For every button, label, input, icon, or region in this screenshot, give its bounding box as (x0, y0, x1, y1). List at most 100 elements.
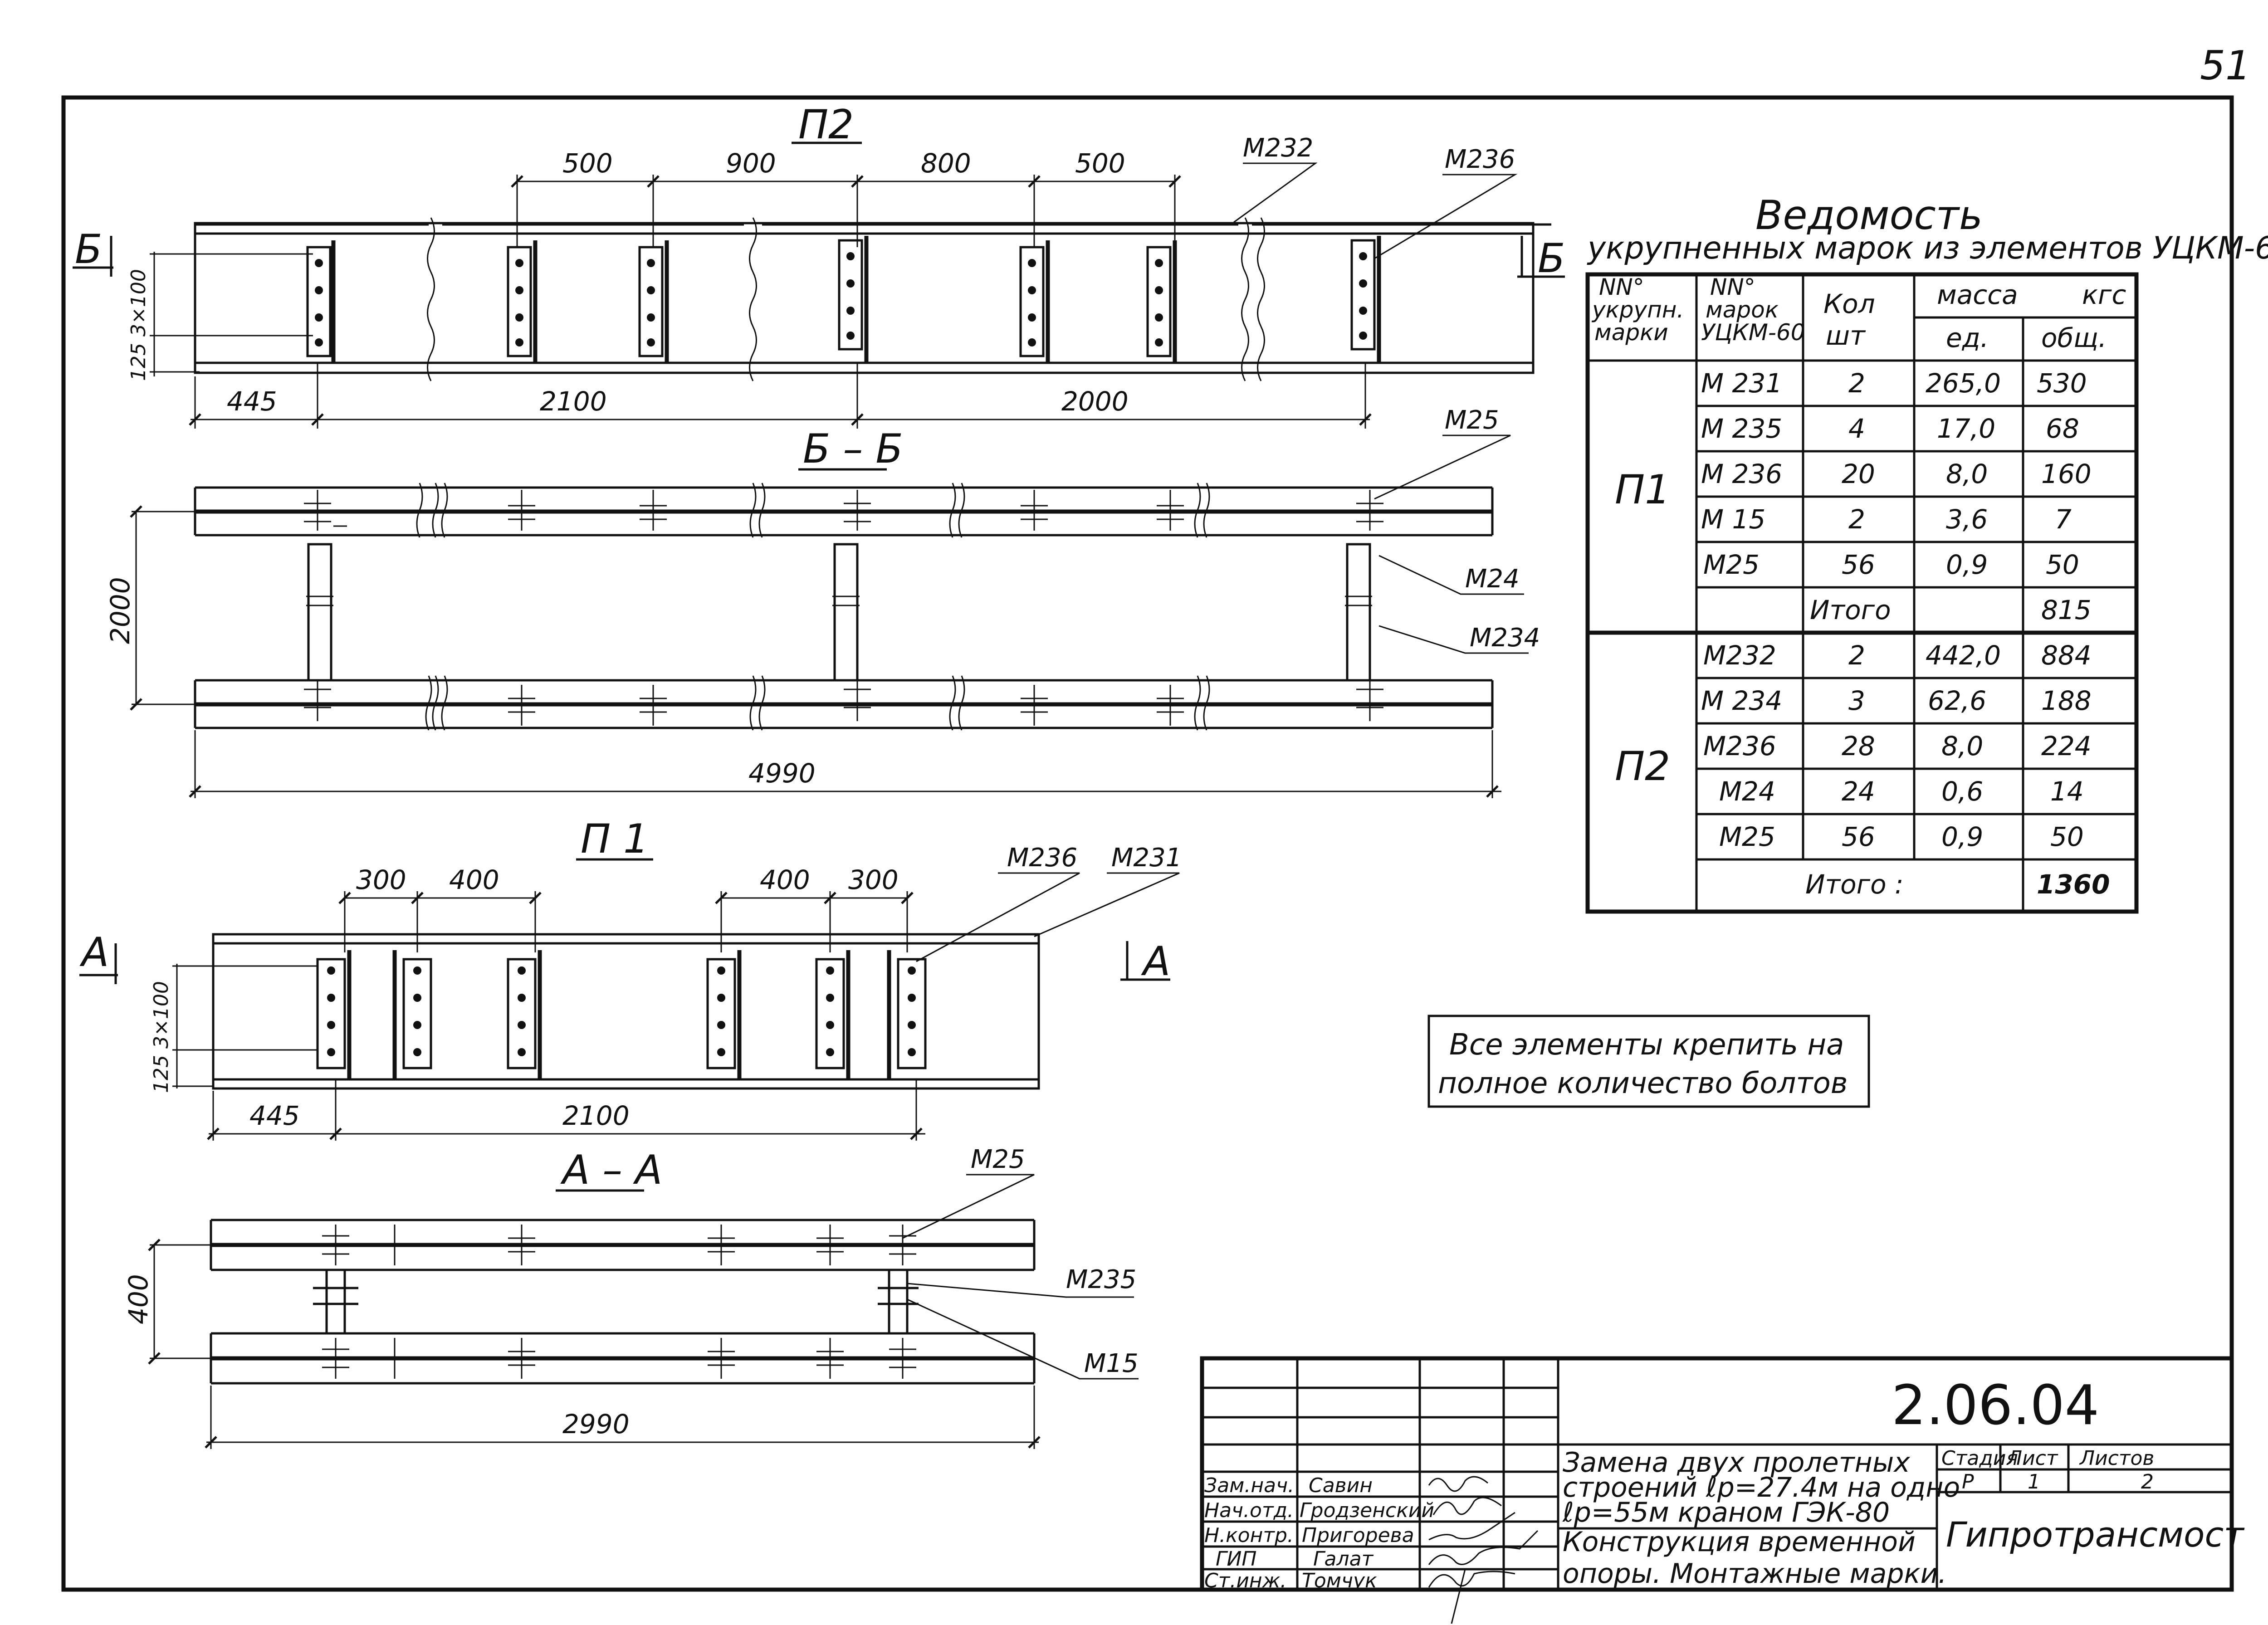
role-4: ГИП (1216, 1547, 1257, 1571)
p1-r3-mark: М 236 (1701, 459, 1782, 489)
aa-callout-m235: М235 (1066, 1265, 1136, 1294)
p2-total-value: 1360 (2037, 869, 2110, 900)
p2-callout-m232: М232 (1243, 133, 1313, 163)
title-line-2: строений ℓр=27.4м на одно (1563, 1472, 1960, 1503)
hdr-col2-a: NN° (1710, 274, 1755, 300)
aa-callout-m25: М25 (971, 1145, 1025, 1174)
p1-title: П 1 (581, 815, 649, 862)
p2-r1-qty: 2 (1848, 640, 1865, 671)
p1-r4-total: 7 (2055, 504, 2072, 535)
group-p2-name: П2 (1615, 743, 1670, 790)
p1-r5-total: 50 (2046, 549, 2079, 580)
hdr-col1-a: NN° (1599, 274, 1644, 300)
p1-r3-unit: 8,0 (1946, 459, 1988, 489)
p1-dim-445: 445 (249, 1100, 300, 1131)
p2-r4-total: 14 (2050, 776, 2084, 807)
p1-total-value: 815 (2041, 595, 2092, 625)
title-line-5: опоры. Монтажные марки. (1563, 1558, 1947, 1590)
schedule-title-1: Ведомость (1755, 192, 1983, 239)
p1-r1-total: 530 (2037, 368, 2087, 399)
hdr-col5: общ. (2041, 322, 2107, 353)
p1-callout-m231: М231 (1111, 843, 1182, 873)
p1-r2-qty: 4 (1848, 413, 1865, 444)
sheet-label: Лист (2006, 1447, 2058, 1470)
schedule-title-2: укрупненных марок из элементов УЦКМ-60 (1587, 230, 2268, 266)
bb-dim-total: 4990 (748, 758, 816, 789)
p1-dim-400b: 400 (760, 864, 810, 895)
name-3: Пригорева (1302, 1524, 1414, 1547)
p2-title: П2 (798, 101, 854, 148)
p2-plates (306, 236, 1381, 363)
p1-r3-qty: 20 (1842, 459, 1875, 489)
title-line-3: ℓр=55м краном ГЭК-80 (1562, 1497, 1890, 1528)
p2-r4-unit: 0,6 (1941, 776, 1983, 807)
p1-r2-total: 68 (2046, 413, 2079, 444)
general-note: Все элементы крепить на полное количеств… (1427, 1015, 1870, 1108)
organization: Гипротрансмост (1946, 1514, 2245, 1555)
hdr-col3-b: шт (1826, 320, 1866, 351)
p2-r2-mark: М 234 (1701, 685, 1782, 716)
p1-dim-400a: 400 (449, 864, 499, 895)
p1-dim-300b: 300 (848, 864, 899, 895)
p1-section-left: А (79, 929, 109, 976)
sheets-label: Листов (2079, 1447, 2154, 1470)
p1-r5-qty: 56 (1842, 549, 1875, 580)
p1-r4-qty: 2 (1848, 504, 1865, 535)
aa-dim-total: 2990 (562, 1409, 630, 1440)
view-bb: Б – Б (105, 405, 1540, 798)
p1-r1-qty: 2 (1848, 368, 1865, 399)
name-1: Савин (1309, 1474, 1373, 1497)
aa-callout-m15: М15 (1084, 1349, 1139, 1378)
bb-callout-m234: М234 (1470, 623, 1540, 653)
role-5: Ст.инж. (1204, 1569, 1286, 1592)
signatures (1428, 1476, 1539, 1624)
p2-r3-qty: 28 (1842, 731, 1875, 761)
stage-label: Стадия (1941, 1447, 2018, 1470)
role-3: Н.контр. (1204, 1524, 1294, 1547)
p2-dim-445: 445 (227, 386, 277, 417)
p2-r5-mark: М25 (1719, 821, 1775, 852)
bb-title: Б – Б (803, 425, 903, 472)
p2-dim-800: 800 (921, 148, 971, 179)
p1-section-right: А (1141, 938, 1170, 985)
note-line-1: Все элементы крепить на (1449, 1028, 1844, 1062)
p2-dim-900: 900 (726, 148, 776, 179)
title-line-4: Конструкция временной (1563, 1526, 1916, 1558)
p2-r5-unit: 0,9 (1941, 821, 1983, 852)
p2-dim-500b: 500 (1075, 148, 1125, 179)
p2-r1-unit: 442,0 (1926, 640, 2001, 671)
p2-r5-qty: 56 (1842, 821, 1875, 852)
p2-r1-total: 884 (2041, 640, 2092, 671)
p2-r4-mark: М24 (1719, 776, 1775, 807)
p1-r3-total: 160 (2041, 459, 2092, 489)
p1-dim-side: 125 3×100 (150, 981, 173, 1093)
p1-plates (316, 950, 927, 1079)
p2-r1-mark: М232 (1703, 640, 1776, 671)
aa-dim-height: 400 (123, 1274, 154, 1324)
title-line-1: Замена двух пролетных (1563, 1447, 1910, 1479)
p2-r2-total: 188 (2041, 685, 2092, 716)
hdr-col3-a: Кол (1823, 288, 1875, 319)
p2-r4-qty: 24 (1842, 776, 1875, 807)
view-p1: П 1 А А 3 (79, 815, 1182, 1141)
bb-dim-height: 2000 (105, 577, 136, 644)
p2-r5-total: 50 (2050, 821, 2084, 852)
name-4: Галат (1313, 1547, 1374, 1571)
hdr-col4: ед. (1946, 322, 1989, 353)
p1-r1-mark: М 231 (1701, 368, 1782, 399)
stage-value: Р (1962, 1470, 1974, 1493)
p2-total-label: Итого : (1805, 869, 1904, 900)
p2-r2-unit: 62,6 (1928, 685, 1986, 716)
p2-section-right: Б (1538, 235, 1565, 282)
p1-callout-m236: М236 (1007, 843, 1077, 873)
p2-r2-qty: 3 (1848, 685, 1865, 716)
p1-dim-2100: 2100 (562, 1100, 630, 1131)
aa-title: А – А (560, 1147, 662, 1193)
hdr-col2-c: УЦКМ-60 (1701, 319, 1805, 346)
p2-r3-unit: 8,0 (1941, 731, 1983, 761)
schedule-table: Ведомость укрупненных марок из элементов… (1585, 192, 2268, 914)
title-block: 2.06.04 Зам.нач. Нач.отд. Н.контр. ГИП С… (1200, 1356, 2245, 1624)
p1-total-label: Итого (1810, 595, 1891, 625)
p1-r2-unit: 17,0 (1937, 413, 1995, 444)
